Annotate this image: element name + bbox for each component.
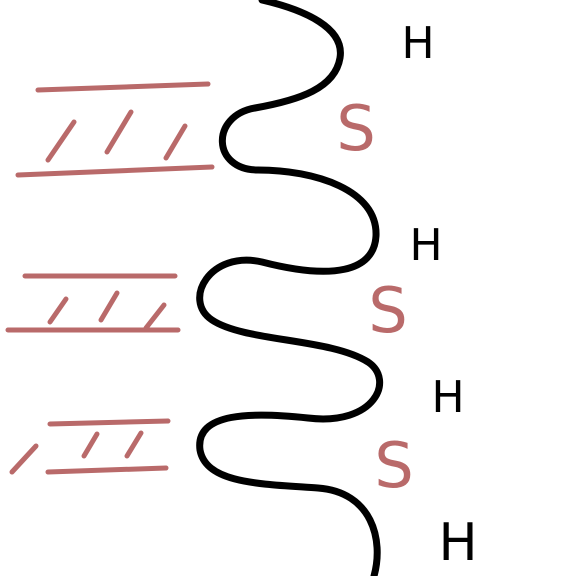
hydrogen-label-2: H: [409, 220, 442, 271]
sulfur-label-2: S: [368, 274, 407, 347]
hydrogen-label-4: H: [438, 513, 477, 573]
hatched-plane-2: [5, 273, 181, 333]
sulfur-label-3: S: [374, 429, 413, 502]
hatched-plane-3: [9, 418, 171, 475]
hydrogen-label-3: H: [431, 372, 464, 423]
hydrogen-label-1: H: [401, 18, 434, 69]
backbone-chain: [196, 0, 384, 576]
sulfur-label-1: S: [336, 92, 375, 165]
hatched-plane-1: [15, 81, 215, 178]
